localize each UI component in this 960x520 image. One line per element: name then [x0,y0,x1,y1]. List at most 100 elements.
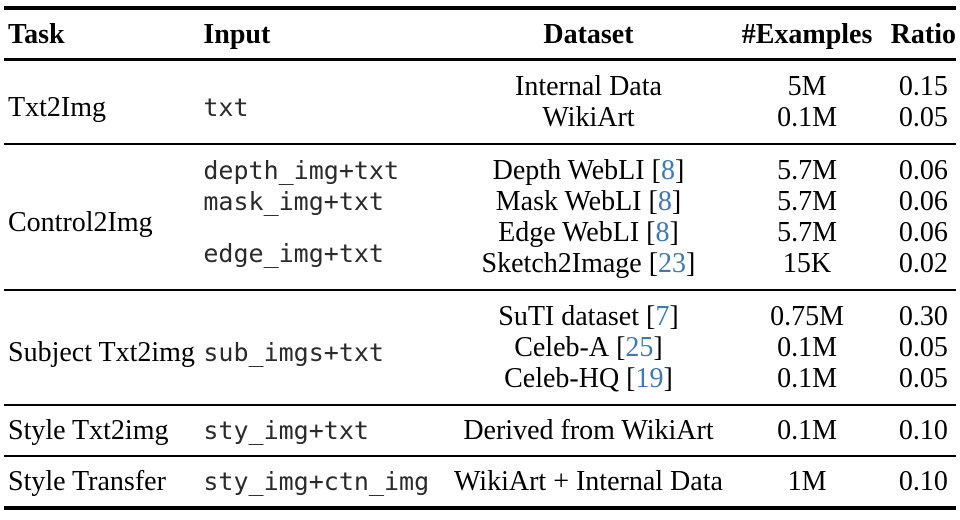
citation: [19] [626,363,673,394]
examples-cell: 0.1M [777,363,837,394]
examples-cell: 0.1M [777,102,837,133]
col-header-examples: #Examples [741,19,873,50]
dataset-cell: Internal Data [515,71,662,102]
input-cell: depth_img+txt [203,156,400,185]
ratio-cell: 0.05 [898,332,948,363]
dataset-cell: Celeb-HQ[19] [454,363,724,405]
examples-cell: 5.7M [777,217,837,248]
examples-cell: 0.1M [777,332,837,363]
task-cell: Style Txt2img [8,415,169,446]
bracket-open: [ [626,363,636,394]
dataset-name: Sketch2Image [481,248,642,279]
col-header-task: Task [8,19,65,50]
ratio-cell: 0.05 [898,363,948,394]
dataset-name: Celeb-HQ [504,363,620,394]
table-row: WikiArt 0.1M 0.05 [4,102,956,144]
table-header: Task Input Dataset #Examples Ratio [4,8,956,60]
input-cell: mask_img+txt [203,187,384,216]
table-row: Style Transfer sty_img+ctn_img WikiArt +… [4,456,956,508]
table-row: Txt2Img txt Internal Data 5M 0.15 [4,60,956,122]
citation: [8] [652,155,685,186]
input-cell: sty_img+ctn_img [203,467,430,496]
table-row: Style Txt2img sty_img+txt Derived from W… [4,405,956,456]
dataset-cell: WikiArt [542,102,635,133]
bracket-close: ] [669,217,679,248]
ratio-cell: 0.15 [898,71,948,102]
examples-cell: 0.1M [777,415,837,446]
bracket-close: ] [686,248,696,279]
examples-cell: 5M [787,71,827,102]
citation-link[interactable]: 8 [655,217,670,248]
dataset-cell: Edge WebLI[8] [454,217,724,248]
bracket-open: [ [616,332,626,363]
ratio-cell: 0.10 [898,466,948,497]
ratio-cell: 0.10 [898,415,948,446]
section-control2img: Control2Img depth_img+txt Depth WebLI[8]… [4,144,956,290]
dataset-cell: Mask WebLI[8] [454,186,724,217]
dataset-cell: Celeb-A[25] [454,332,724,363]
examples-cell: 0.75M [770,301,844,332]
table-row: Sketch2Image[23] 15K 0.02 [4,248,956,290]
input-cell: txt [203,92,249,122]
header-row: Task Input Dataset #Examples Ratio [4,8,956,60]
citation: [8] [649,186,682,217]
citation-link[interactable]: 7 [655,301,670,332]
dataset-name: Mask WebLI [495,186,642,217]
citation: [23] [649,248,696,279]
input-cell: edge_img+txt [203,238,384,268]
citation-link[interactable]: 25 [625,332,654,363]
col-header-ratio: Ratio [890,19,956,50]
bracket-open: [ [646,217,656,248]
citation-link[interactable]: 23 [658,248,687,279]
citation-link[interactable]: 8 [660,155,675,186]
bracket-close: ] [671,186,682,217]
col-header-dataset: Dataset [543,19,634,50]
col-header-input: Input [203,19,271,50]
dataset-cell: Derived from WikiArt [463,415,714,446]
table-row: Subject Txt2img sub_imgs+txt SuTI datase… [4,290,956,368]
citation-link[interactable]: 19 [635,363,664,394]
dataset-cell: SuTI dataset[7] [454,290,724,332]
ratio-cell: 0.06 [898,155,948,186]
citation: [7] [646,301,679,332]
dataset-cell: Depth WebLI[8] [454,144,724,186]
task-cell: Txt2Img [8,91,106,123]
examples-cell: 1M [787,466,827,497]
task-cell: Style Transfer [8,466,166,497]
dataset-cell: WikiArt + Internal Data [454,466,723,497]
table-row: edge_img+txt Edge WebLI[8] 5.7M 0.06 [4,217,956,268]
input-cell: sub_imgs+txt [203,338,384,367]
section-subject-txt2img: Subject Txt2img sub_imgs+txt SuTI datase… [4,290,956,405]
section-style-txt2img: Style Txt2img sty_img+txt Derived from W… [4,405,956,456]
bracket-open: [ [651,155,661,186]
dataset-name: Celeb-A [514,332,610,363]
table-row: Control2Img depth_img+txt Depth WebLI[8]… [4,144,956,238]
training-data-mixture-table: Task Input Dataset #Examples Ratio Txt2I… [4,6,956,510]
bracket-open: [ [646,301,656,332]
dataset-name: Depth WebLI [492,155,645,186]
ratio-cell: 0.30 [898,301,948,332]
examples-cell: 5.7M [777,186,837,217]
examples-cell: 5.7M [777,155,837,186]
dataset-name: SuTI dataset [498,301,639,332]
dataset-cell: Sketch2Image[23] [454,248,724,290]
bracket-close: ] [674,155,685,186]
section-style-transfer: Style Transfer sty_img+ctn_img WikiArt +… [4,456,956,508]
table-row: Celeb-HQ[19] 0.1M 0.05 [4,363,956,405]
citation-link[interactable]: 8 [657,186,672,217]
table-row: mask_img+txt Mask WebLI[8] 5.7M 0.06 [4,186,956,217]
bracket-open: [ [648,248,659,279]
citation: [8] [646,217,679,248]
bracket-close: ] [653,332,663,363]
input-cell: sty_img+txt [203,416,369,445]
section-txt2img: Txt2Img txt Internal Data 5M 0.15 WikiAr… [4,59,956,145]
bracket-close: ] [663,363,673,394]
citation: [25] [616,332,663,363]
dataset-name: Edge WebLI [498,217,640,248]
ratio-cell: 0.02 [898,248,948,279]
bracket-close: ] [669,301,679,332]
ratio-cell: 0.06 [898,186,948,217]
task-cell: Subject Txt2img [8,337,195,368]
ratio-cell: 0.05 [898,102,948,133]
task-cell: Control2Img [8,206,153,238]
